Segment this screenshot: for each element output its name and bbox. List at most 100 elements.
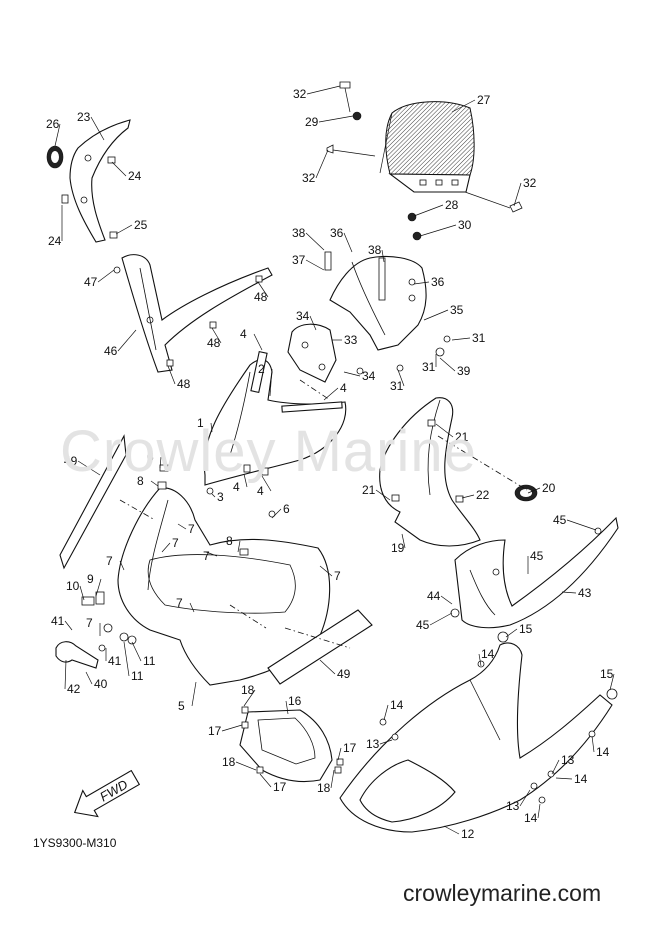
callout-number-27: 27 — [477, 93, 491, 107]
callout-number-31: 31 — [390, 379, 404, 393]
callout-leader — [401, 533, 406, 549]
callout-number-13: 13 — [506, 799, 520, 813]
callout-leader — [505, 628, 518, 638]
callout-leader — [591, 735, 595, 753]
callout-number-35: 35 — [450, 303, 464, 317]
callout-leader — [243, 689, 256, 707]
callout-leader — [211, 327, 222, 344]
callout-number-40: 40 — [94, 677, 108, 691]
callout-number-7: 7 — [86, 616, 93, 630]
callout-leader — [221, 724, 243, 732]
callout-leader — [319, 659, 336, 675]
callout-number-13: 13 — [561, 753, 575, 767]
badge-20 — [514, 484, 538, 502]
callout-number-5: 5 — [178, 699, 185, 713]
callout-leader — [439, 357, 456, 372]
callout-leader — [443, 825, 460, 835]
callout-leader — [261, 475, 272, 492]
windshield-27 — [379, 101, 475, 193]
callout-number-18: 18 — [241, 683, 255, 697]
callout-leader — [527, 487, 541, 494]
callout-leader — [566, 519, 597, 531]
callout-leader — [305, 232, 325, 251]
callout-number-6: 6 — [147, 450, 154, 464]
callout-leader — [235, 761, 257, 771]
alignment-lines — [119, 379, 528, 649]
callout-leader — [306, 85, 341, 95]
callout-number-44: 44 — [427, 589, 441, 603]
callout-number-33: 33 — [344, 333, 358, 347]
side-panel-46 — [121, 254, 273, 373]
site-link[interactable]: crowleymarine.com — [403, 880, 602, 906]
callout-number-22: 22 — [476, 488, 490, 502]
callout-number-41: 41 — [51, 614, 65, 628]
callout-number-39: 39 — [457, 364, 471, 378]
callout-leader — [383, 704, 389, 721]
callout-leader — [285, 700, 289, 715]
callout-number-17: 17 — [273, 780, 287, 794]
callout-number-49: 49 — [337, 667, 351, 681]
callout-number-38: 38 — [292, 226, 306, 240]
callout-number-14: 14 — [574, 772, 588, 786]
callout-leader — [97, 269, 115, 283]
callout-number-30: 30 — [458, 218, 472, 232]
callout-leader — [451, 337, 471, 341]
callout-leader — [111, 161, 127, 177]
forward-direction-arrow: FWD — [73, 769, 141, 818]
callout-number-1: 1 — [197, 416, 204, 430]
callout-leader — [343, 371, 361, 377]
callout-number-21: 21 — [362, 483, 376, 497]
callout-leader — [318, 115, 354, 123]
callout-leader — [205, 551, 218, 557]
bracket-35 — [329, 255, 427, 351]
callout-number-32: 32 — [523, 176, 537, 190]
callout-number-3: 3 — [217, 490, 224, 504]
callout-number-49: 49 — [64, 454, 78, 468]
callout-number-28: 28 — [445, 198, 459, 212]
callout-leader — [305, 259, 325, 271]
callout-leader — [271, 508, 282, 519]
callout-leader — [64, 620, 73, 631]
callout-leader — [451, 99, 476, 113]
decal-49-right — [267, 609, 373, 685]
footrest-12 — [339, 631, 618, 833]
callout-leader — [413, 204, 444, 217]
bracket-33 — [287, 323, 337, 383]
side-bracket-23 — [69, 119, 131, 243]
callout-number-45: 45 — [416, 618, 430, 632]
callout-number-12: 12 — [461, 827, 475, 841]
callout-number-36: 36 — [330, 226, 344, 240]
callout-number-18: 18 — [317, 781, 331, 795]
callout-number-23: 23 — [77, 110, 91, 124]
callout-leader — [381, 249, 385, 263]
callout-leader — [561, 591, 577, 594]
callout-leader — [435, 423, 454, 438]
callout-number-47: 47 — [84, 275, 98, 289]
callout-leader — [423, 309, 449, 321]
callout-number-7: 7 — [334, 569, 341, 583]
callout-leader — [177, 523, 187, 530]
callout-number-4: 4 — [240, 327, 247, 341]
callout-leader — [79, 585, 85, 601]
callout-number-34: 34 — [296, 309, 310, 323]
callout-leader — [519, 789, 531, 807]
callout-number-11: 11 — [143, 654, 156, 668]
callout-leader — [119, 560, 125, 571]
callout-number-13: 13 — [366, 737, 380, 751]
callout-leader — [551, 759, 560, 775]
callout-number-14: 14 — [481, 647, 495, 661]
callout-number-16: 16 — [288, 694, 302, 708]
callout-leader — [253, 333, 263, 351]
callout-leader — [478, 653, 482, 667]
callout-number-17: 17 — [343, 741, 357, 755]
callout-number-42: 42 — [67, 682, 81, 696]
callout-leader — [537, 803, 541, 819]
callout-number-8: 8 — [137, 474, 144, 488]
side-cover-43 — [454, 516, 619, 629]
callout-leader — [77, 460, 101, 476]
callout-number-9: 9 — [87, 572, 94, 586]
callout-leader — [167, 365, 176, 385]
callout-leader — [269, 368, 273, 397]
callout-number-4: 4 — [340, 381, 347, 395]
